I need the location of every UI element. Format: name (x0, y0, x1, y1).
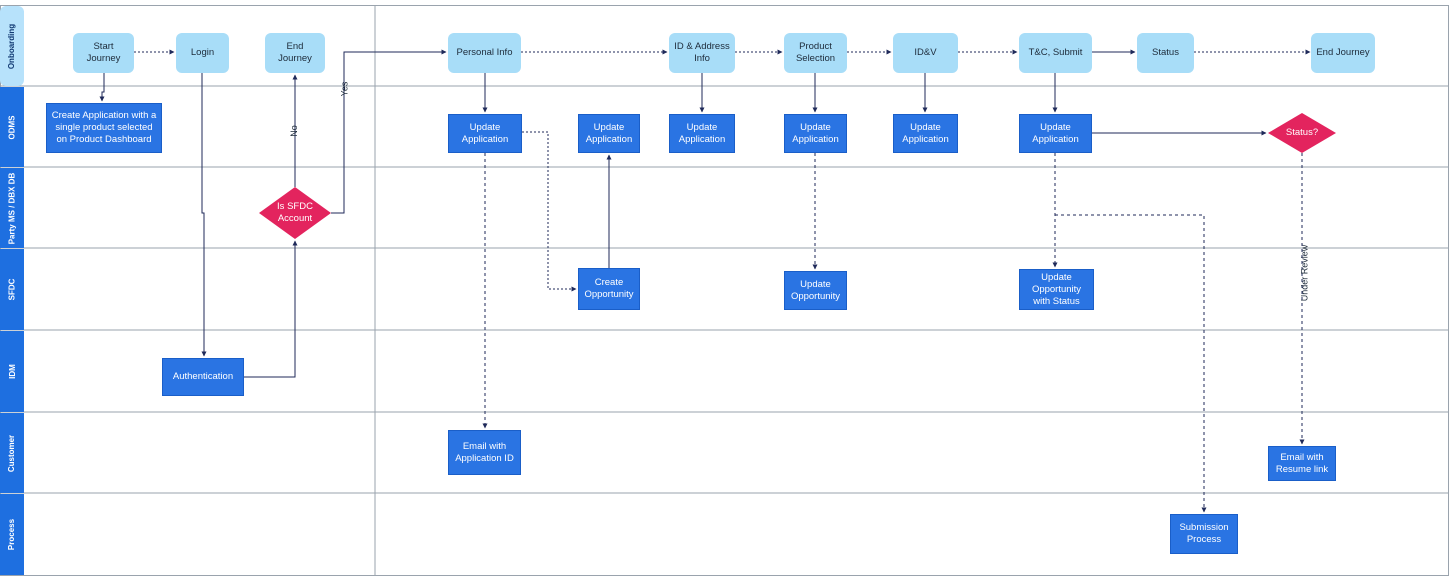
node-update-opportunity-status[interactable]: Update Opportunity with Status (1019, 269, 1094, 310)
node-status-decision[interactable]: Status? (1285, 127, 1319, 138)
lane-odms: ODMS (0, 87, 24, 167)
lane-label: ODMS (7, 115, 17, 139)
node-update-application[interactable]: Update Application (448, 114, 522, 153)
edge-label-yes: Yes (339, 81, 350, 97)
node-personal-info[interactable]: Personal Info (448, 33, 521, 73)
lane-onboarding: Onboarding (0, 6, 24, 86)
node-update-application[interactable]: Update Application (1019, 114, 1092, 153)
edge-label-under-review: Under Review (1299, 244, 1310, 302)
lane-process: Process (0, 494, 24, 575)
node-product-selection[interactable]: Product Selection (784, 33, 847, 73)
status-decision-diamond (1268, 113, 1336, 153)
node-is-sfdc-account[interactable]: Is SFDC Account (277, 201, 313, 224)
lane-label: Process (7, 518, 17, 551)
lane-label: IDM (7, 364, 17, 379)
node-id-address-info[interactable]: ID & Address Info (669, 33, 735, 73)
node-update-opportunity[interactable]: Update Opportunity (784, 271, 847, 310)
edge-label-no: No (288, 125, 299, 137)
is-sfdc-account-diamond (259, 187, 331, 239)
lane-label: Customer (7, 434, 17, 472)
node-end-journey-final[interactable]: End Journey (1311, 33, 1375, 73)
lane-sfdc: SFDC (0, 249, 24, 330)
node-update-application[interactable]: Update Application (669, 114, 735, 153)
node-update-application[interactable]: Update Application (893, 114, 958, 153)
node-status[interactable]: Status (1137, 33, 1194, 73)
node-create-application[interactable]: Create Application with a single product… (46, 103, 162, 153)
node-end-journey[interactable]: End Journey (265, 33, 325, 73)
node-tc-submit[interactable]: T&C, Submit (1019, 33, 1092, 73)
node-idv[interactable]: ID&V (893, 33, 958, 73)
lane-party: Party MS / DBX DB (0, 168, 24, 248)
node-update-application[interactable]: Update Application (578, 114, 640, 153)
node-update-application[interactable]: Update Application (784, 114, 847, 153)
node-email-application-id[interactable]: Email with Application ID (448, 430, 521, 475)
lane-label: SFDC (7, 278, 17, 301)
lane-label: Party MS / DBX DB (7, 172, 17, 244)
lane-idm: IDM (0, 331, 24, 412)
lane-customer: Customer (0, 413, 24, 493)
node-login[interactable]: Login (176, 33, 229, 73)
node-start-journey[interactable]: Start Journey (73, 33, 134, 73)
node-create-opportunity[interactable]: Create Opportunity (578, 268, 640, 310)
node-authentication[interactable]: Authentication (162, 358, 244, 396)
node-submission-process[interactable]: Submission Process (1170, 514, 1238, 554)
node-email-resume-link[interactable]: Email with Resume link (1268, 446, 1336, 481)
lane-label: Onboarding (7, 23, 17, 69)
